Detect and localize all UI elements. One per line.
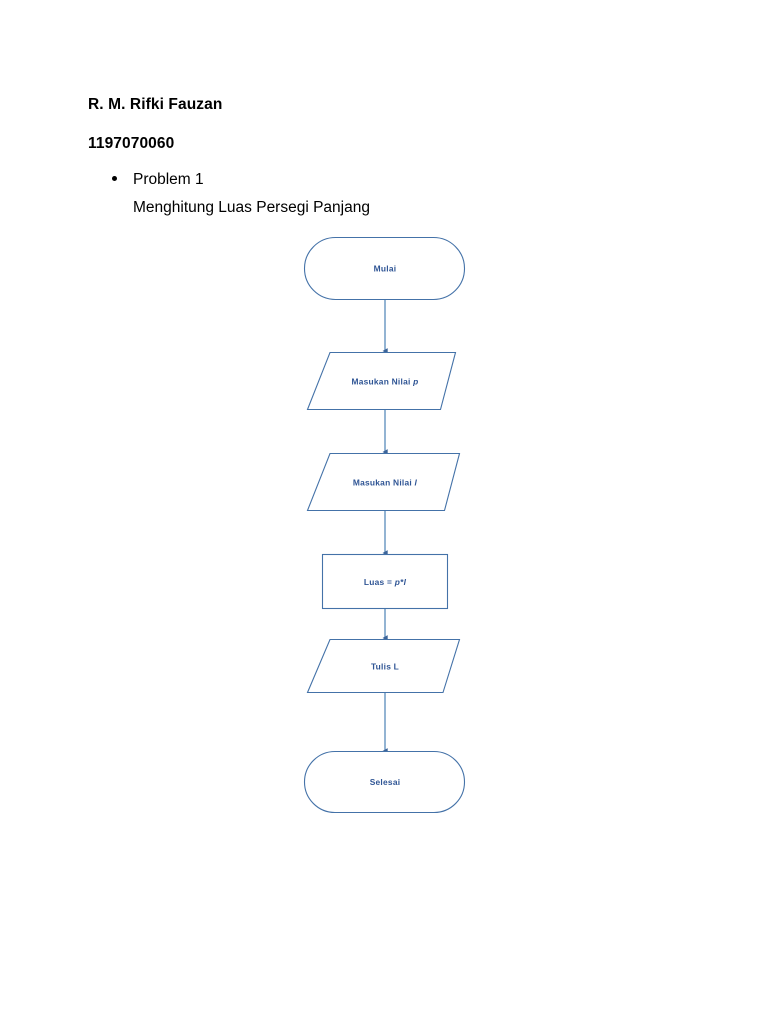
parallelogram-shape xyxy=(306,452,461,512)
parallelogram-shape xyxy=(306,638,461,694)
flowchart-node-start[interactable]: Mulai xyxy=(303,236,466,301)
terminator-shape xyxy=(303,236,466,301)
flowchart-node-end[interactable]: Selesai xyxy=(303,750,466,814)
node-label-process-luas: Luas = p*l xyxy=(364,577,407,587)
node-label-input-l: Masukan Nilai l xyxy=(353,478,418,488)
node-label-output-l: Tulis L xyxy=(371,662,399,672)
node-label-input-p: Masukan Nilai p xyxy=(351,377,418,387)
node-label-start: Mulai xyxy=(374,264,397,274)
flowchart-node-process-luas[interactable]: Luas = p*l xyxy=(321,553,449,610)
problem-subtitle: Menghitung Luas Persegi Panjang xyxy=(133,199,370,216)
flowchart-node-input-l[interactable]: Masukan Nilai l xyxy=(306,452,461,512)
flowchart-node-input-p[interactable]: Masukan Nilai p xyxy=(306,351,457,411)
node-label-end: Selesai xyxy=(370,777,401,787)
terminator-shape xyxy=(303,750,466,814)
bullet-point-icon xyxy=(112,176,117,181)
student-id: 1197070060 xyxy=(88,135,175,152)
parallelogram-shape xyxy=(306,351,457,411)
problem-label: Problem 1 xyxy=(133,171,204,188)
flowchart-node-output-l[interactable]: Tulis L xyxy=(306,638,461,694)
author-name: R. M. Rifki Fauzan xyxy=(88,96,223,113)
process-shape xyxy=(321,553,449,610)
